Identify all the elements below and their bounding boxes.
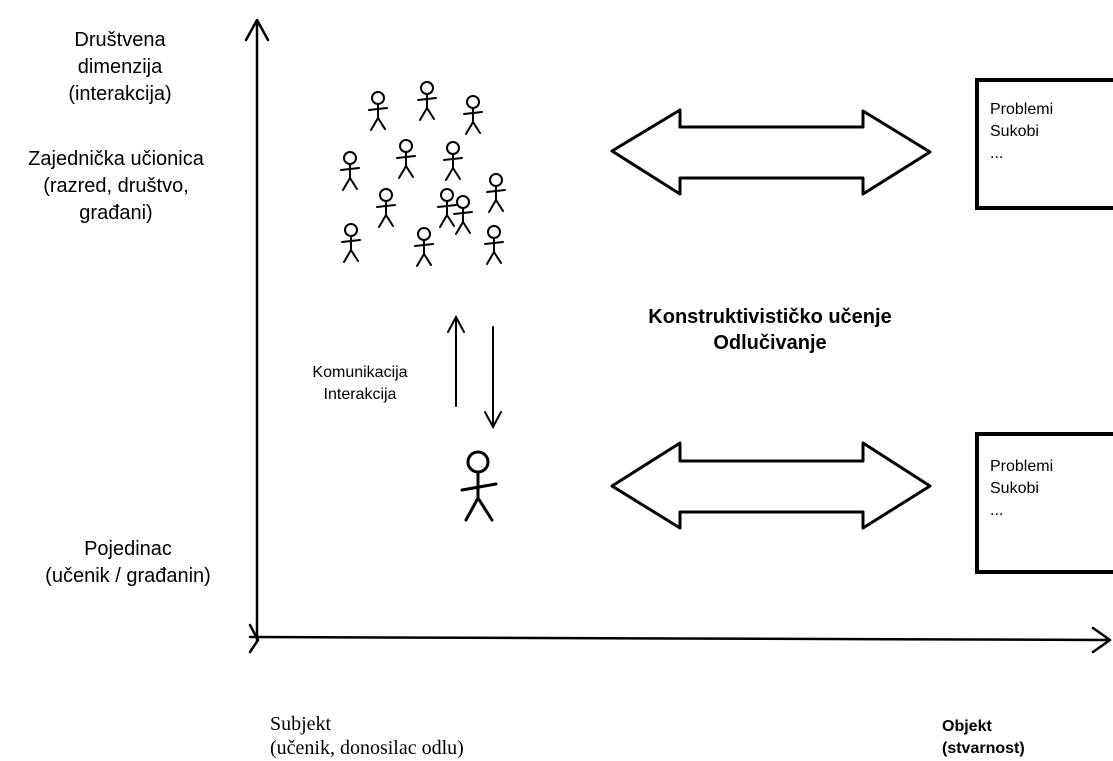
social-dimension-line3: (interakcija): [68, 83, 172, 105]
social-dimension-line2: dimenzija: [77, 56, 163, 78]
y-axis-arrowhead: [244, 18, 270, 42]
group-of-stick-figures-icon: [340, 81, 506, 267]
x-axis-line: [248, 635, 1112, 642]
social-dimension-label: Društvena dimenzija (interakcija): [20, 27, 220, 108]
social-dimension-line1: Društvena: [74, 29, 166, 51]
constructivist-learning-text: Konstruktivističko učenje: [648, 306, 892, 328]
classroom-line1: Zajednička učionica: [28, 148, 204, 170]
up-arrow-head: [447, 314, 465, 333]
stick-figure-icon: [460, 450, 498, 522]
subject-label: Subjekt (učenik, donosilac odlu): [270, 712, 530, 760]
axis-origin-mark: [248, 623, 260, 654]
classroom-line3: građani): [79, 202, 153, 224]
classroom-label: Zajednička učionica (razred, društvo, gr…: [0, 146, 232, 227]
object-label: Objekt (stvarnost): [942, 716, 1092, 760]
box-top: [975, 78, 1113, 210]
subject-line1: Subjekt: [270, 713, 332, 735]
double-arrow-bottom: [610, 441, 932, 530]
communication-line1: Komunikacija: [312, 364, 408, 381]
down-arrow-head: [484, 411, 502, 430]
individual-label: Pojedinac (učenik / građanin): [18, 536, 238, 590]
box-bottom: [975, 432, 1113, 574]
individual-line2: (učenik / građanin): [45, 565, 211, 587]
box-bottom-text: Problemi Sukobi ...: [990, 458, 1054, 519]
object-line1: Objekt: [942, 718, 992, 735]
individual-line1: Pojedinac: [84, 538, 172, 560]
object-line2: (stvarnost): [942, 740, 1025, 757]
center-heading: Konstruktivističko učenje Odlučivanje: [600, 304, 940, 356]
subject-line2: (učenik, donosilac odlu): [270, 737, 464, 759]
x-axis-arrowhead: [1091, 626, 1112, 654]
communication-line2: Interakcija: [323, 386, 397, 403]
classroom-line2: (razred, društvo,: [43, 175, 189, 197]
double-arrow-top: [610, 108, 932, 196]
communication-label: Komunikacija Interakcija: [290, 362, 430, 406]
decision-making-text: Odlučivanje: [713, 332, 827, 354]
box-top-text: Problemi Sukobi ...: [990, 101, 1054, 162]
